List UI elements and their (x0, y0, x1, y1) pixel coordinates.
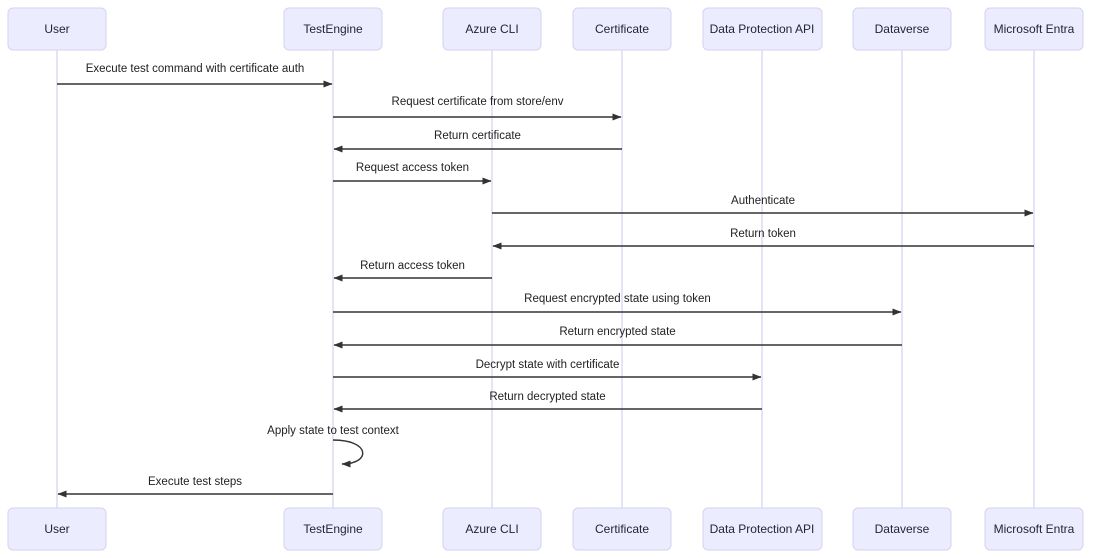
message-label-13: Execute test steps (148, 476, 242, 488)
actor-header-box-certificate (572, 7, 672, 51)
actor-header-box-dpapi (702, 7, 823, 51)
actor-header-box-user (7, 7, 107, 51)
message-9: Return encrypted state (333, 326, 902, 349)
actor-footer-certificate[interactable]: Certificate (572, 507, 672, 551)
message-label-1: Execute test command with certificate au… (86, 63, 305, 75)
message-10: Decrypt state with certificate (333, 359, 762, 381)
actor-header-label-dataverse: Dataverse (875, 22, 930, 36)
actor-footer-entra[interactable]: Microsoft Entra (984, 507, 1084, 551)
message-label-9: Return encrypted state (559, 326, 675, 338)
actor-footer-label-entra: Microsoft Entra (994, 522, 1075, 536)
actor-header-dataverse[interactable]: Dataverse (852, 7, 952, 51)
actor-header-dpapi[interactable]: Data Protection API (702, 7, 823, 51)
actor-header-box-azurecli (442, 7, 542, 51)
actor-header-label-dpapi: Data Protection API (710, 22, 815, 36)
actor-footer-label-user: User (44, 522, 69, 536)
message-label-7: Return access token (360, 260, 465, 272)
actor-header-azurecli[interactable]: Azure CLI (442, 7, 542, 51)
message-12: Apply state to test context (267, 425, 400, 468)
message-label-2: Request certificate from store/env (392, 96, 564, 108)
message-label-6: Return token (730, 228, 796, 240)
actor-footer-dpapi[interactable]: Data Protection API (702, 507, 823, 551)
actor-header-label-user: User (44, 22, 69, 36)
message-1: Execute test command with certificate au… (57, 63, 333, 88)
message-label-10: Decrypt state with certificate (476, 359, 620, 371)
message-label-12: Apply state to test context (267, 425, 399, 437)
actor-header-testengine[interactable]: TestEngine (283, 7, 383, 51)
lifelines-layer (56, 50, 1035, 508)
message-label-5: Authenticate (731, 195, 795, 207)
actor-footer-user[interactable]: User (7, 507, 107, 551)
actor-footer-box-certificate (572, 507, 672, 551)
actor-header-box-entra (984, 7, 1084, 51)
message-label-11: Return decrypted state (489, 391, 605, 403)
actor-header-label-certificate: Certificate (595, 22, 649, 36)
message-line-12 (332, 439, 364, 468)
actor-footer-box-user (7, 507, 107, 551)
message-11: Return decrypted state (333, 391, 762, 413)
actor-header-certificate[interactable]: Certificate (572, 7, 672, 51)
actor-footer-box-dataverse (852, 507, 952, 551)
message-5: Authenticate (492, 195, 1034, 217)
actor-footer-label-certificate: Certificate (595, 522, 649, 536)
message-4: Request access token (333, 162, 492, 185)
message-label-8: Request encrypted state using token (524, 293, 711, 305)
actor-footers: User TestEngine Azure CLI Certificate Data P… (7, 507, 1084, 551)
message-label-3: Return certificate (434, 130, 521, 142)
actor-footer-label-dataverse: Dataverse (875, 522, 930, 536)
message-label-4: Request access token (356, 162, 469, 174)
actor-footer-label-dpapi: Data Protection API (710, 522, 815, 536)
message-8: Request encrypted state using token (333, 293, 902, 316)
actor-footer-box-testengine (283, 507, 383, 551)
actor-footer-label-azurecli: Azure CLI (465, 522, 518, 536)
actor-footer-box-dpapi (702, 507, 823, 551)
actor-header-box-testengine (283, 7, 383, 51)
message-2: Request certificate from store/env (333, 96, 622, 121)
actor-footer-testengine[interactable]: TestEngine (283, 507, 383, 551)
actor-header-label-azurecli: Azure CLI (465, 22, 518, 36)
actor-header-label-entra: Microsoft Entra (994, 22, 1075, 36)
message-6: Return token (492, 228, 1034, 250)
actor-header-user[interactable]: User (7, 7, 107, 51)
actor-footer-dataverse[interactable]: Dataverse (852, 507, 952, 551)
message-7: Return access token (333, 260, 492, 282)
messages-layer: Execute test command with certificate au… (57, 63, 1034, 498)
actor-header-label-testengine: TestEngine (303, 22, 363, 36)
actor-footer-azurecli[interactable]: Azure CLI (442, 507, 542, 551)
message-3: Return certificate (333, 130, 622, 153)
actor-headers: User TestEngine Azure CLI Certificate Data P… (7, 7, 1084, 51)
actor-header-box-dataverse (852, 7, 952, 51)
message-13: Execute test steps (57, 476, 333, 498)
actor-header-entra[interactable]: Microsoft Entra (984, 7, 1084, 51)
actor-footer-box-azurecli (442, 507, 542, 551)
actor-footer-label-testengine: TestEngine (303, 522, 363, 536)
actor-footer-box-entra (984, 507, 1084, 551)
